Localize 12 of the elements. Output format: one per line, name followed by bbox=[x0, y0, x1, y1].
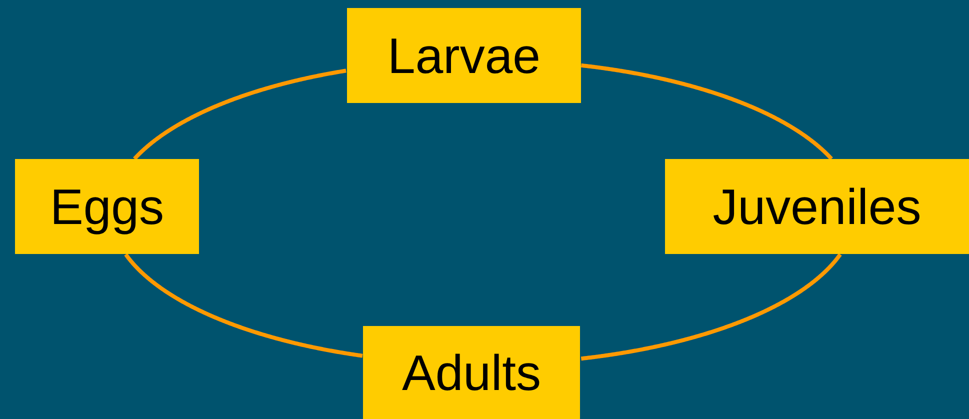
cycle-arc bbox=[580, 252, 842, 361]
stage-box bbox=[347, 8, 581, 103]
stage-box bbox=[363, 326, 580, 419]
stage-label: Larvae bbox=[388, 26, 540, 84]
stage-label: Juveniles bbox=[712, 178, 922, 236]
stage-box bbox=[665, 159, 969, 254]
stage-label: Eggs bbox=[50, 178, 164, 236]
stage-box bbox=[15, 159, 199, 254]
cycle-arc bbox=[580, 63, 833, 160]
cycle-arc bbox=[133, 68, 347, 160]
stage-label: Adults bbox=[402, 344, 541, 402]
cycle-arc bbox=[124, 252, 364, 358]
